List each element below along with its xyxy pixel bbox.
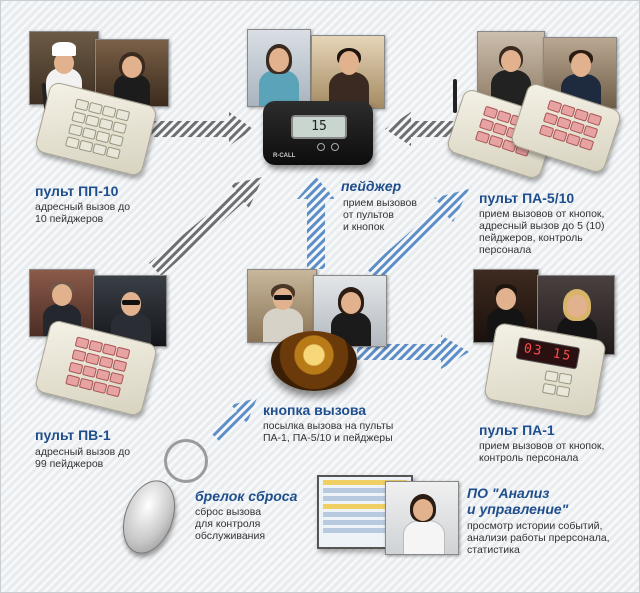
key-ring bbox=[164, 439, 208, 483]
pa1-desc: прием вызовов от кнопок,контроль персона… bbox=[479, 440, 605, 464]
pager-icon: 15 R-CALL bbox=[263, 101, 373, 165]
reset-fob-title: брелок сброса bbox=[195, 488, 298, 504]
arrow-button-to-pa1 bbox=[357, 335, 469, 369]
photo-nurse bbox=[247, 29, 311, 107]
arrow-pp10-to-pager bbox=[141, 112, 253, 146]
arrow-button-to-pager bbox=[297, 177, 335, 269]
pa510-title: пульт ПА-5/10 bbox=[479, 190, 575, 206]
arrow-pa510-to-pager bbox=[385, 112, 456, 146]
pager-brand: R-CALL bbox=[273, 153, 296, 159]
software-desc: просмотр истории событий,анализи работы … bbox=[467, 520, 610, 556]
call-button-icon bbox=[271, 331, 357, 391]
pa510-desc: прием вызовов от кнопок,адресный вызов д… bbox=[479, 208, 605, 256]
pa510-antenna-1 bbox=[453, 79, 457, 113]
pager-display: 15 bbox=[291, 115, 347, 139]
pp10-title: пульт ПП-10 bbox=[35, 183, 119, 199]
pa1-title: пульт ПА-1 bbox=[479, 422, 555, 438]
software-title: ПО "Анализ и управление" bbox=[467, 485, 569, 517]
pv1-title: пульт ПВ-1 bbox=[35, 427, 111, 443]
arrow-button-to-pa510 bbox=[367, 189, 469, 282]
pa510-antenna-2 bbox=[515, 73, 519, 107]
photo-manager bbox=[543, 37, 617, 109]
pa1-display: 03 15 bbox=[515, 337, 581, 370]
call-button-title: кнопка вызова bbox=[263, 402, 367, 418]
pager-title: пейджер bbox=[341, 178, 402, 194]
photo-waitress bbox=[95, 39, 169, 107]
photo-operator bbox=[385, 481, 459, 555]
photo-couple bbox=[247, 269, 317, 343]
arrow-pv1-to-pager bbox=[149, 177, 263, 276]
photo-man-vest bbox=[311, 35, 385, 109]
arrow-fob-to-button bbox=[211, 398, 257, 442]
